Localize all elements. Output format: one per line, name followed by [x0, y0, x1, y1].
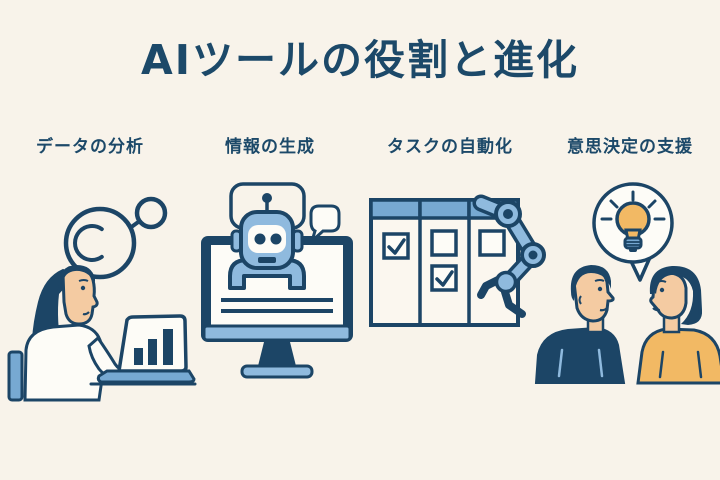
checkbox-checked-icon [381, 232, 410, 260]
monitor-stand [258, 342, 296, 366]
robot-eye-icon [270, 233, 282, 245]
task-automation-illustration [368, 194, 546, 327]
bar-chart-icon [133, 329, 173, 365]
sections-row: データの分析 [0, 128, 720, 402]
checkbox-checked-icon [429, 264, 458, 292]
woman-at-laptop-icon [22, 265, 130, 402]
gripper-icon [476, 270, 526, 318]
monitor-bezel [202, 324, 352, 342]
task-board-icon [368, 198, 520, 327]
decision-support-illustration [534, 182, 720, 385]
chatbot-robot-icon [228, 193, 306, 290]
label-task-automation: タスクの自動化 [387, 136, 513, 157]
antenna-icon [262, 193, 272, 203]
woman-icon [635, 265, 720, 385]
chair-icon [7, 350, 23, 402]
label-decision-support: 意思決定の支援 [567, 136, 693, 157]
robot-mouth-icon [258, 257, 276, 263]
speech-bubble-icon [309, 204, 341, 246]
robot-arm-icon [472, 194, 546, 318]
section-task-automation: タスクの自動化 [360, 128, 546, 400]
section-information-generation: 情報の生成 [180, 128, 360, 400]
laptop-icon [89, 314, 196, 386]
checkbox-empty-icon [429, 229, 458, 257]
checkbox-empty-icon [477, 229, 506, 257]
information-generation-illustration [201, 182, 353, 379]
data-analysis-illustration [7, 196, 196, 402]
man-icon [534, 265, 625, 384]
text-lines-icon [221, 298, 333, 313]
section-decision-support: 意思決定の支援 [534, 128, 720, 400]
label-data-analysis: データの分析 [36, 136, 144, 157]
page-title: AIツールの役割と進化 [141, 36, 579, 84]
idea-speech-bubble-icon [591, 182, 674, 282]
section-data-analysis: データの分析 [0, 128, 196, 402]
monitor-base [240, 364, 314, 379]
label-information-generation: 情報の生成 [225, 136, 315, 157]
lightbulb-icon [600, 190, 665, 252]
robot-eye-icon [254, 233, 266, 245]
